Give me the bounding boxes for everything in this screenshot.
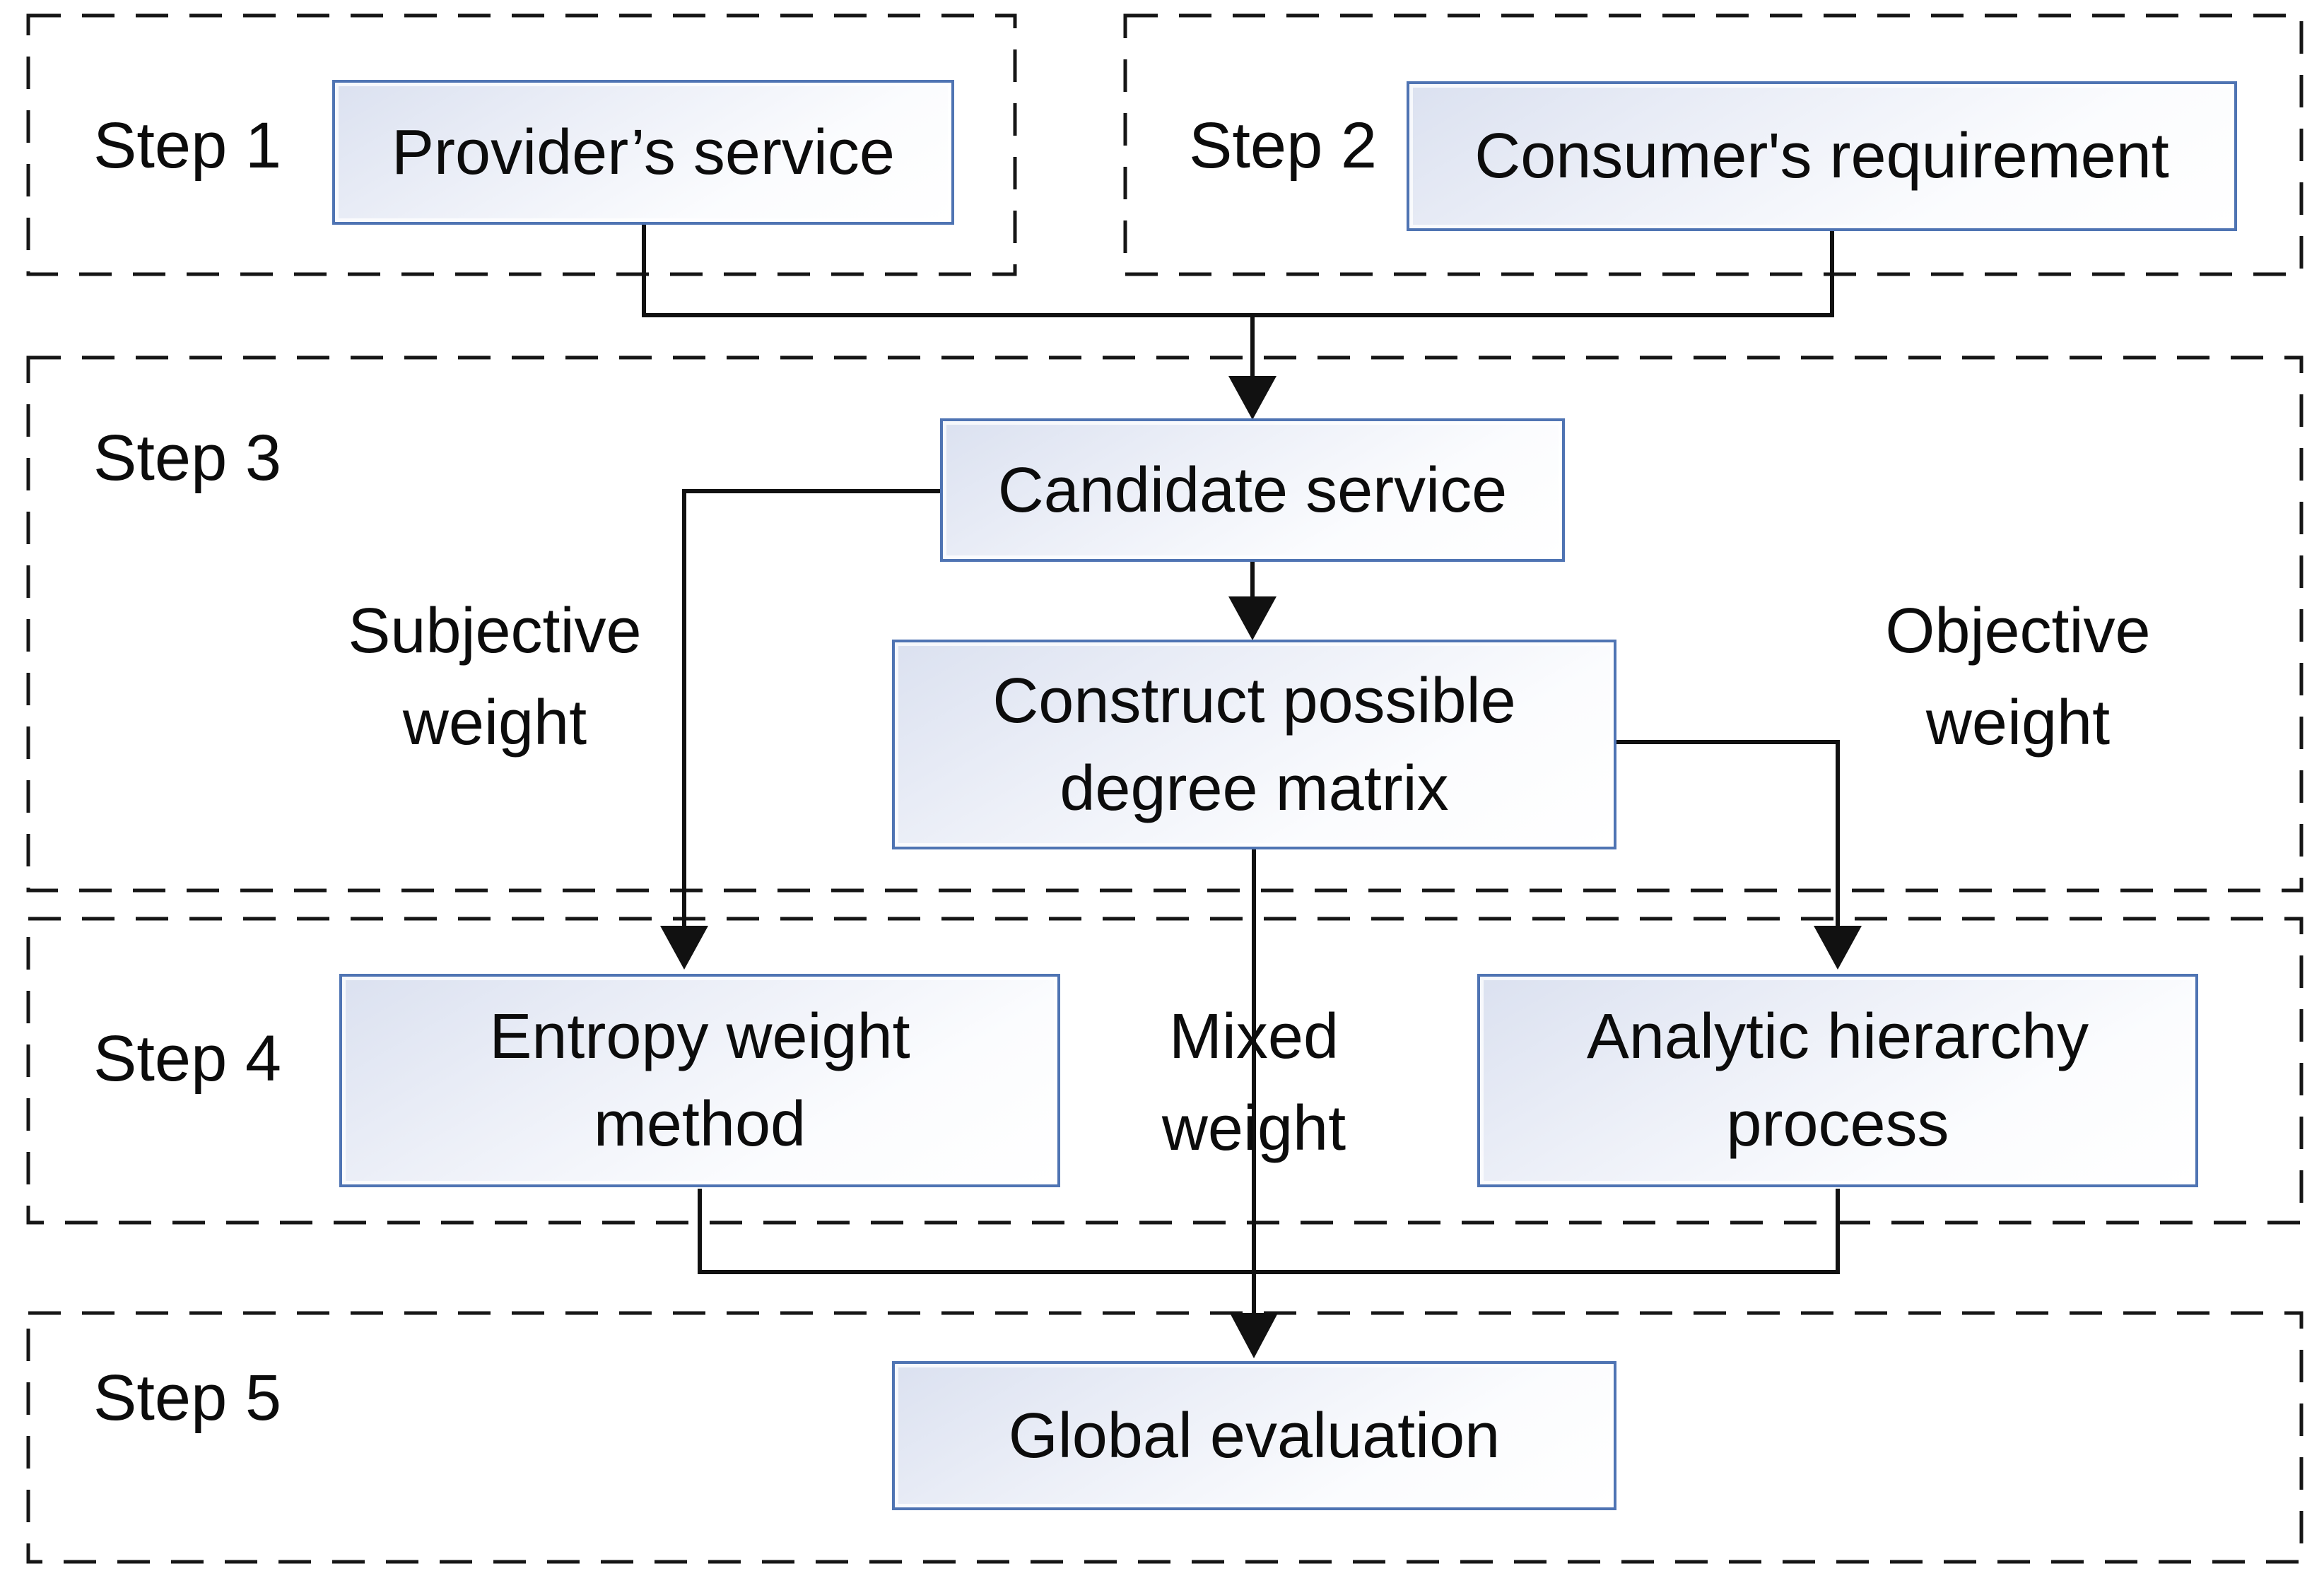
step2-label: Step 2 xyxy=(1189,110,1377,182)
step2-dashed-region xyxy=(1123,13,2304,276)
step4-dashed-region xyxy=(26,917,2304,1225)
arrowhead-to-matrix xyxy=(1228,596,1277,640)
arrowhead-to-global xyxy=(1230,1313,1278,1358)
node-construct-possible-degree-matrix: Construct possible degree matrix xyxy=(892,640,1616,849)
connector-provider-consumer-merge xyxy=(642,225,1834,317)
arrowhead-to-ahp xyxy=(1814,926,1862,970)
node-providers-service: Provider’s service xyxy=(332,80,954,225)
node-global-evaluation: Global evaluation xyxy=(892,1361,1616,1510)
step1-dashed-region xyxy=(26,13,1017,276)
node-candidate-service: Candidate service xyxy=(940,418,1565,562)
node-entropy-weight-method: Entropy weight method xyxy=(339,974,1060,1187)
arrowhead-to-candidate xyxy=(1228,376,1277,420)
edge-label-objective-weight: Objective weight xyxy=(1885,596,2151,758)
step3-dashed-region xyxy=(26,355,2304,893)
connector-entropy-ahp-merge xyxy=(698,1189,1840,1274)
connector-matrix-to-ahp xyxy=(1615,740,1840,930)
edge-label-subjective-weight: Subjective weight xyxy=(348,596,642,758)
arrowhead-to-entropy xyxy=(660,926,708,970)
edge-label-mixed-weight: Mixed weight xyxy=(1161,1001,1346,1164)
step5-label: Step 5 xyxy=(93,1362,281,1434)
node-consumers-requirement: Consumer's requirement xyxy=(1407,81,2237,231)
step4-label: Step 4 xyxy=(93,1023,281,1095)
connector-candidate-to-entropy xyxy=(682,489,940,930)
node-analytic-hierarchy-process: Analytic hierarchy process xyxy=(1477,974,2198,1187)
step3-label: Step 3 xyxy=(93,422,281,494)
step1-label: Step 1 xyxy=(93,110,281,182)
step5-dashed-region xyxy=(26,1311,2304,1564)
